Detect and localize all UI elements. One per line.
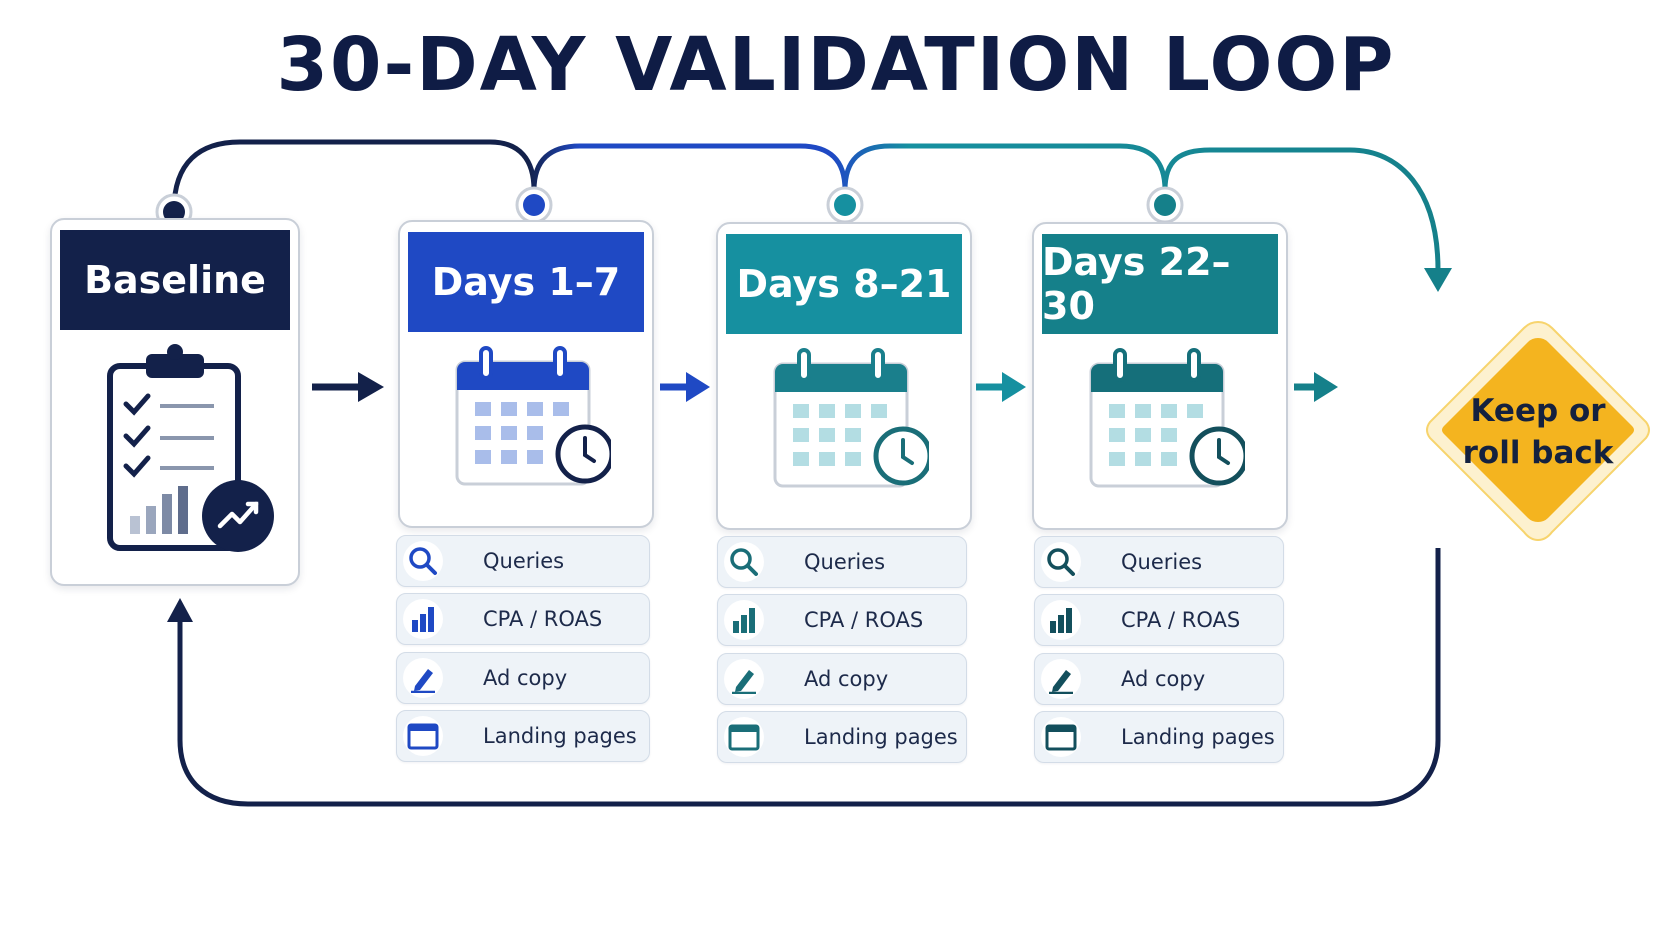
baseline-label: Baseline [84,258,266,302]
phase-header: Days 22–30 [1042,234,1278,334]
metric-label: Ad copy [483,666,568,690]
decision-diamond [1418,316,1658,556]
metric-label: Queries [1121,550,1203,574]
metric-ad-copy: Ad copy [396,652,650,704]
search-icon [403,541,443,581]
phase-card-days-1-7: Days 1–7 [398,220,654,528]
step-arrow-4 [1294,372,1338,402]
browser-window-icon [724,717,764,757]
baseline-card: Baseline [50,218,300,586]
pencil-icon [724,659,764,699]
browser-window-icon [1041,717,1081,757]
return-arrowhead [167,598,193,622]
step-arrow-2 [660,372,710,402]
return-loop-path [177,548,1441,807]
browser-window-icon [403,716,443,756]
metric-label: Ad copy [804,667,889,691]
baseline-header: Baseline [60,230,290,330]
clipboard-checklist-chart-icon [102,344,282,563]
metric-label: CPA / ROAS [1121,608,1241,632]
metric-label: Landing pages [1121,725,1275,749]
phase-header: Days 1–7 [408,232,644,332]
bar-chart-icon [403,599,443,639]
phase-label: Days 8–21 [736,262,952,306]
metric-landing-pages: Landing pages [1034,711,1284,763]
arc-arrowhead [1424,268,1452,292]
metric-landing-pages: Landing pages [717,711,967,763]
bar-chart-icon [724,600,764,640]
metric-cpa-roas: CPA / ROAS [1034,594,1284,646]
metric-queries: Queries [717,536,967,588]
metric-ad-copy: Ad copy [1034,653,1284,705]
metric-landing-pages: Landing pages [396,710,650,762]
phase-label: Days 1–7 [431,260,621,304]
phase-header: Days 8–21 [726,234,962,334]
metric-label: Landing pages [483,724,637,748]
metric-cpa-roas: CPA / ROAS [717,594,967,646]
metric-ad-copy: Ad copy [717,653,967,705]
metric-queries: Queries [396,535,650,587]
step-arrow-1 [312,372,384,402]
metric-label: Ad copy [1121,667,1206,691]
search-icon [1041,542,1081,582]
metric-label: Landing pages [804,725,958,749]
pencil-icon [403,658,443,698]
calendar-clock-icon [400,340,652,490]
bar-chart-icon [1041,600,1081,640]
search-icon [724,542,764,582]
phase-card-days-8-21: Days 8–21 [716,222,972,530]
phase-card-days-22-30: Days 22–30 [1032,222,1288,530]
phase-label: Days 22–30 [1042,240,1231,328]
metric-label: Queries [804,550,886,574]
metric-queries: Queries [1034,536,1284,588]
calendar-clock-icon [1034,342,1286,492]
page-title: 30-DAY VALIDATION LOOP [276,22,1396,108]
pencil-icon [1041,659,1081,699]
step-arrow-3 [976,372,1026,402]
decision-label: Keep or roll back [1462,393,1614,471]
metric-label: CPA / ROAS [483,607,603,631]
metric-cpa-roas: CPA / ROAS [396,593,650,645]
metric-label: CPA / ROAS [804,608,924,632]
metric-label: Queries [483,549,565,573]
calendar-clock-icon [718,342,970,492]
